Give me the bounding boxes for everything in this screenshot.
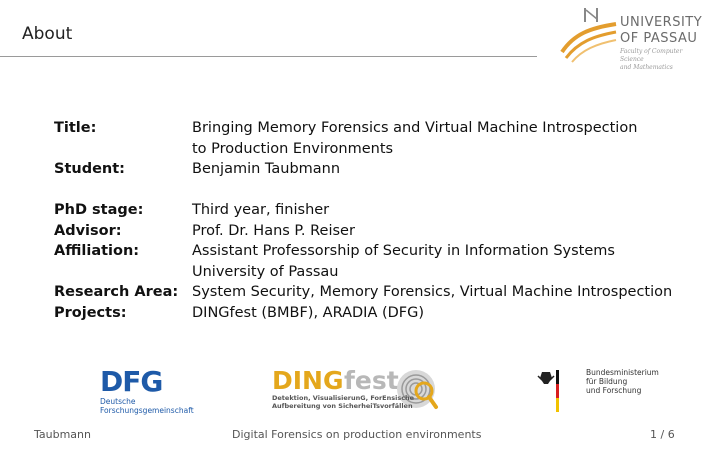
federal-eagle-icon [537, 370, 559, 412]
title-label: Title: [54, 120, 97, 136]
student-value: Benjamin Taubmann [192, 161, 341, 177]
footer-author: Taubmann [34, 428, 91, 441]
magnifier-fingerprint-icon [397, 370, 438, 409]
university-name-line2: OF PASSAU [620, 31, 698, 46]
affiliation-label: Affiliation: [54, 243, 140, 259]
info-row-title: Title: Bringing Memory Forensics and Vir… [54, 118, 672, 159]
dfg-logo: DFG Deutsche Forschungsgemeinschaft [100, 365, 194, 416]
affiliation-value: Assistant Professorship of Security in I… [192, 241, 615, 282]
dfg-sub-line1: Deutsche [100, 397, 136, 406]
bmbf-line2: für Bildung [586, 377, 628, 386]
fest-logo-word: fest [344, 366, 399, 395]
bmbf-line1: Bundesministerium [586, 368, 659, 377]
projects-label: Projects: [54, 304, 127, 321]
about-info: Title: Bringing Memory Forensics and Vir… [54, 118, 672, 323]
title-value-line1: Bringing Memory Forensics and Virtual Ma… [192, 120, 638, 136]
footer-talk-title: Digital Forensics on production environm… [232, 428, 482, 441]
university-name-line1: UNIVERSITY [620, 15, 703, 30]
title-value: Bringing Memory Forensics and Virtual Ma… [192, 118, 637, 159]
ding-sub-line1: Detektion, VisualisierunG, ForEnsische [272, 394, 415, 402]
dfg-logo-word: DFG [100, 365, 163, 398]
ding-sub-line2: Aufbereitung von SicherheiTsvorfällen [272, 402, 413, 410]
projects-value: DINGfest (BMBF), ARADIA (DFG) [192, 304, 425, 321]
advisor-label: Advisor: [54, 222, 122, 239]
phd-label: PhD stage: [54, 202, 144, 218]
affiliation-value-line2: University of Passau [192, 263, 339, 280]
university-emblem-icon [560, 8, 617, 63]
advisor-value: Prof. Dr. Hans P. Reiser [192, 222, 355, 239]
affiliation-value-line1: Assistant Professorship of Security in I… [192, 243, 615, 259]
dfg-sub-line2: Forschungsgemeinschaft [100, 406, 194, 415]
faculty-line2: and Mathematics [620, 64, 673, 71]
research-label: Research Area: [54, 284, 179, 300]
research-value: System Security, Memory Forensics, Virtu… [192, 284, 673, 300]
title-value-line2: to Production Environments [192, 140, 394, 157]
dingfest-logo: DING fest Detektion, VisualisierunG, For… [272, 365, 442, 417]
info-row-advisor: Advisor: Prof. Dr. Hans P. Reiser [54, 221, 672, 242]
info-row-affiliation: Affiliation: Assistant Professorship of … [54, 241, 672, 282]
footer-page-number: 1 / 6 [650, 428, 675, 441]
info-row-phd: PhD stage: Third year, finisher [54, 200, 672, 221]
bmbf-line3: und Forschung [586, 386, 642, 395]
university-logo: UNIVERSITY OF PASSAU Faculty of Computer… [556, 6, 706, 71]
info-row-student: Student: Benjamin Taubmann [54, 159, 672, 180]
faculty-line1: Faculty of Computer Science [620, 48, 683, 63]
info-row-research: Research Area: System Security, Memory F… [54, 282, 672, 303]
bmbf-logo: Bundesministerium für Bildung und Forsch… [534, 368, 684, 418]
header-divider [0, 56, 537, 57]
slide-title: About [22, 24, 73, 44]
student-label: Student: [54, 161, 125, 177]
ding-logo-word: DING [272, 366, 344, 395]
info-row-projects: Projects: DINGfest (BMBF), ARADIA (DFG) [54, 303, 672, 324]
phd-value: Third year, finisher [192, 202, 330, 218]
